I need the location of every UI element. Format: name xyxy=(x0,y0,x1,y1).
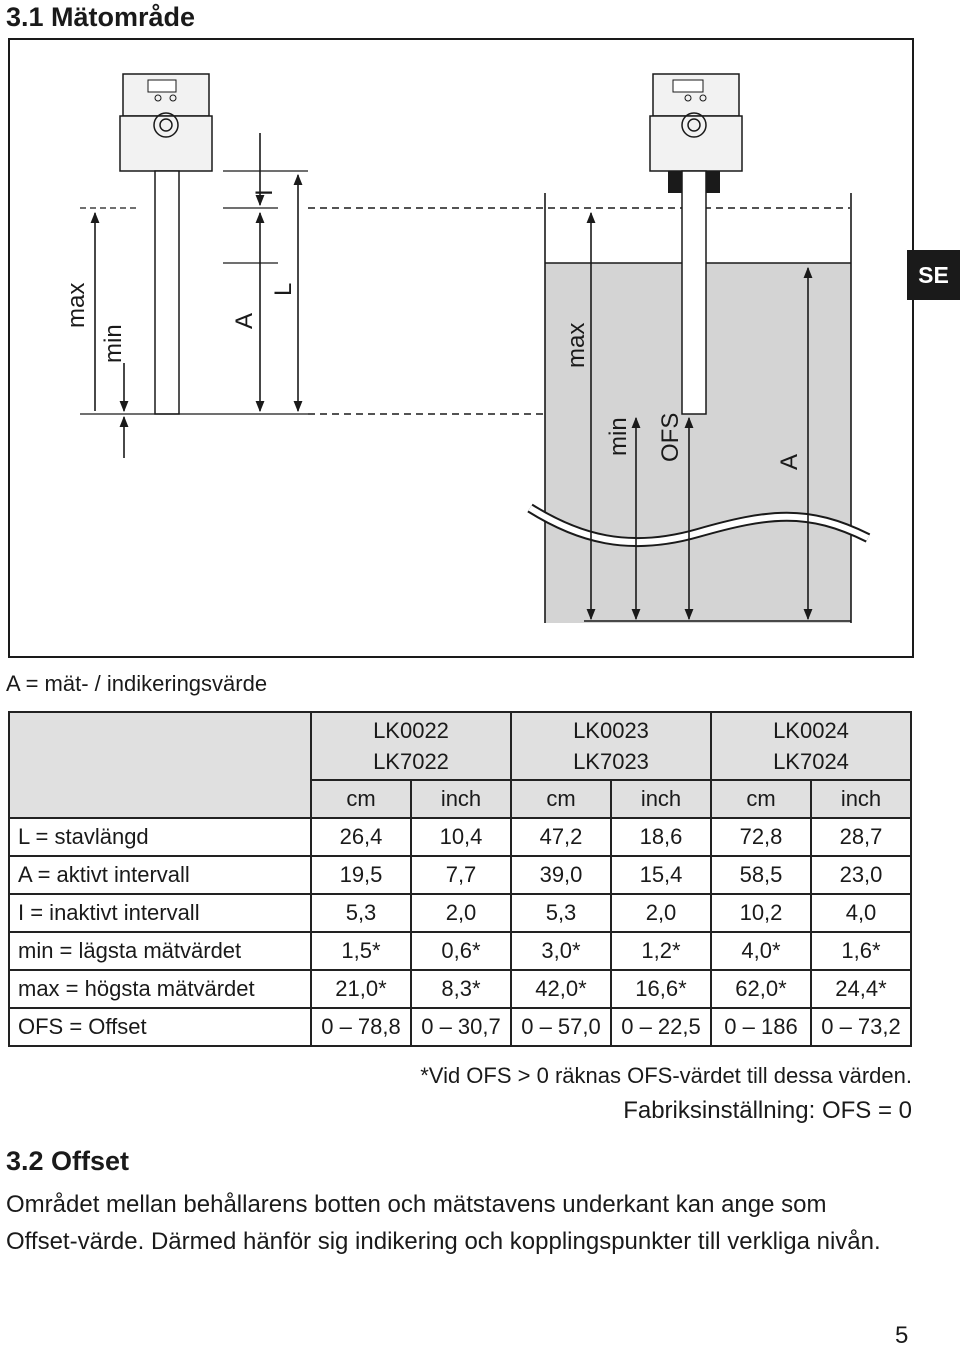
cell: 2,0 xyxy=(410,893,512,933)
cell: 0 – 22,5 xyxy=(610,1007,712,1047)
sensor-button-icon xyxy=(681,112,707,138)
right-label-OFS: OFS xyxy=(657,413,684,462)
cell: 47,2 xyxy=(510,817,612,857)
left-label-max: max xyxy=(63,283,90,328)
cell: 2,0 xyxy=(610,893,712,933)
figure-frame xyxy=(8,38,914,658)
right-label-min: min xyxy=(605,417,632,456)
footnote: *Vid OFS > 0 räknas OFS-värdet till dess… xyxy=(420,1063,912,1088)
row-label: min = lägsta mätvärdet xyxy=(8,931,312,971)
unit-header: inch xyxy=(410,779,512,819)
language-tab: SE xyxy=(907,250,960,300)
section-title-measuring-range: 3.1 Mätområde xyxy=(6,2,196,32)
left-sensor xyxy=(119,73,213,415)
cell: 19,5 xyxy=(310,855,412,895)
cell: 58,5 xyxy=(710,855,812,895)
right-label-A: A xyxy=(776,454,803,470)
cell: 7,7 xyxy=(410,855,512,895)
left-label-I: I xyxy=(251,189,278,196)
cell: 21,0* xyxy=(310,969,412,1009)
row-label: max = högsta mätvärdet xyxy=(8,969,312,1009)
measuring-range-diagram: max min A I L max min OFS A xyxy=(8,38,914,658)
cell: 18,6 xyxy=(610,817,712,857)
cell: 72,8 xyxy=(710,817,812,857)
left-label-L: L xyxy=(270,283,297,296)
left-probe-rod xyxy=(154,170,180,415)
table-row: OFS = Offset 0 – 78,8 0 – 30,7 0 – 57,0 … xyxy=(8,1007,912,1047)
table-row: L = stavlängd 26,4 10,4 47,2 18,6 72,8 2… xyxy=(8,817,912,857)
cell: 3,0* xyxy=(510,931,612,971)
cell: 39,0 xyxy=(510,855,612,895)
unit-header: cm xyxy=(510,779,612,819)
header-blank xyxy=(8,711,312,819)
cell: 0 – 73,2 xyxy=(810,1007,912,1047)
cell: 4,0 xyxy=(810,893,912,933)
offset-paragraph-line2: Offset-värde. Därmed hänför sig indikeri… xyxy=(6,1228,881,1255)
cell: 0 – 186 xyxy=(710,1007,812,1047)
left-label-A: A xyxy=(231,313,258,329)
cell: 8,3* xyxy=(410,969,512,1009)
cell: 15,4 xyxy=(610,855,712,895)
cell: 5,3 xyxy=(310,893,412,933)
cell: 1,5* xyxy=(310,931,412,971)
table-row: I = inaktivt intervall 5,3 2,0 5,3 2,0 1… xyxy=(8,893,912,933)
table-row: min = lägsta mätvärdet 1,5* 0,6* 3,0* 1,… xyxy=(8,931,912,971)
unit-header: cm xyxy=(310,779,412,819)
cell: 16,6* xyxy=(610,969,712,1009)
unit-header: cm xyxy=(710,779,812,819)
unit-header: inch xyxy=(810,779,912,819)
sensor-button-icon xyxy=(153,112,179,138)
cell: 0 – 57,0 xyxy=(510,1007,612,1047)
cell: 0 – 78,8 xyxy=(310,1007,412,1047)
cell: 1,6* xyxy=(810,931,912,971)
cell: 23,0 xyxy=(810,855,912,895)
right-probe-rod xyxy=(681,170,707,415)
row-label: A = aktivt intervall xyxy=(8,855,312,895)
cell: 4,0* xyxy=(710,931,812,971)
row-label: OFS = Offset xyxy=(8,1007,312,1047)
cell: 0 – 30,7 xyxy=(410,1007,512,1047)
right-sensor xyxy=(649,73,743,415)
cell: 24,4* xyxy=(810,969,912,1009)
cell: 42,0* xyxy=(510,969,612,1009)
legend-A: A = mät- / indikeringsvärde xyxy=(6,671,268,696)
offset-paragraph-line1: Området mellan behållarens botten och mä… xyxy=(6,1191,827,1218)
cell: 10,2 xyxy=(710,893,812,933)
cell: 10,4 xyxy=(410,817,512,857)
cell: 26,4 xyxy=(310,817,412,857)
cell: 0,6* xyxy=(410,931,512,971)
right-label-max: max xyxy=(563,323,590,368)
row-label: L = stavlängd xyxy=(8,817,312,857)
left-label-min: min xyxy=(100,324,127,363)
cell: 1,2* xyxy=(610,931,712,971)
factory-setting-note: Fabriksinställning: OFS = 0 xyxy=(623,1097,912,1124)
section-title-offset: 3.2 Offset xyxy=(6,1146,130,1176)
cell: 5,3 xyxy=(510,893,612,933)
table-row: A = aktivt intervall 19,5 7,7 39,0 15,4 … xyxy=(8,855,912,895)
unit-header: inch xyxy=(610,779,712,819)
cell: 28,7 xyxy=(810,817,912,857)
row-label: I = inaktivt intervall xyxy=(8,893,312,933)
cell: 62,0* xyxy=(710,969,812,1009)
table-header-units: cm inch cm inch cm inch xyxy=(9,779,912,819)
page-number: 5 xyxy=(895,1322,909,1349)
table-row: max = högsta mätvärdet 21,0* 8,3* 42,0* … xyxy=(8,969,912,1009)
